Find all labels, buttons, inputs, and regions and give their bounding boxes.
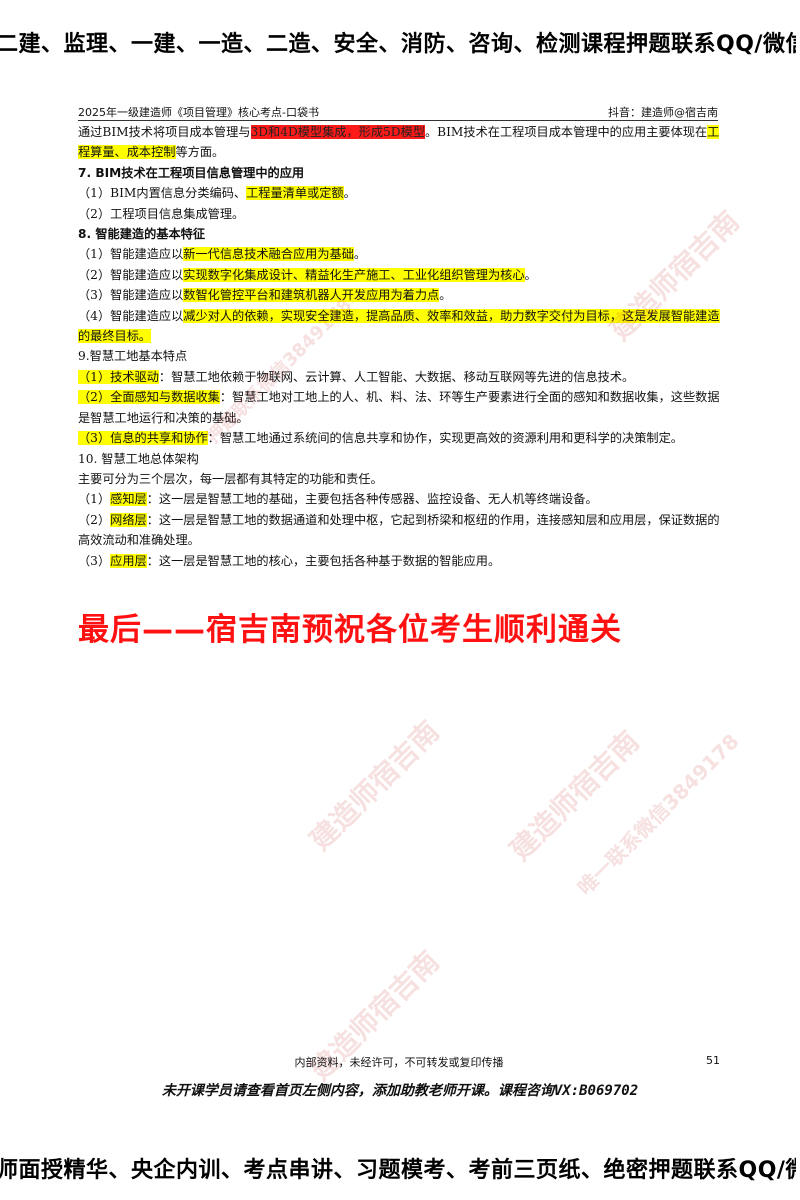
watermark-text: 唯一联系微信3849178 bbox=[572, 729, 744, 900]
heading-9: 9.智慧工地基本特点 bbox=[78, 349, 188, 364]
heading-10: 10. 智慧工地总体架构 bbox=[78, 451, 199, 466]
list-item: （2）网络层：这一层是智慧工地的数据通道和处理中枢，它起到桥梁和枢纽的作用，连接… bbox=[78, 512, 720, 548]
paragraph-architecture: 主要可分为三个层次，每一层都有其特定的功能和责任。 bbox=[78, 471, 383, 486]
page-footer: 内部资料，未经许可，不可转发或复印传播 51 bbox=[78, 1054, 721, 1070]
top-promo-banner: 二建、监理、一建、一造、二造、安全、消防、咨询、检测课程押题联系QQ/微信：38… bbox=[0, 32, 796, 57]
highlight-5d-model: 3D和4D模型集成，形成5D模型 bbox=[250, 125, 425, 139]
paragraph-bim-cost: 通过BIM技术将项目成本管理与3D和4D模型集成，形成5D模型。BIM技术在工程… bbox=[78, 125, 720, 160]
list-item: （2）工程项目信息集成管理。 bbox=[78, 206, 245, 221]
list-item: （1）智能建造应以新一代信息技术融合应用为基础。 bbox=[78, 247, 367, 262]
list-item: （1）技术驱动：智慧工地依赖于物联网、云计算、人工智能、大数据、移动互联网等先进… bbox=[78, 369, 635, 384]
page-number: 51 bbox=[706, 1054, 720, 1067]
document-body: 通过BIM技术将项目成本管理与3D和4D模型集成，形成5D模型。BIM技术在工程… bbox=[78, 122, 720, 571]
footer-notice: 内部资料，未经许可，不可转发或复印传播 bbox=[294, 1056, 504, 1069]
list-item: （3）信息的共享和协作：智慧工地通过系统间的信息共享和协作，实现更高效的资源利用… bbox=[78, 431, 683, 446]
course-advisory: 未开课学员请查看首页左侧内容，添加助教老师开课。课程咨询VX:B069702 bbox=[161, 1083, 639, 1099]
list-item: （1）感知层：这一层是智慧工地的基础，主要包括各种传感器、监控设备、无人机等终端… bbox=[78, 492, 598, 507]
list-item: （2）智能建造应以实现数字化集成设计、精益化生产施工、工业化组织管理为核心。 bbox=[78, 267, 537, 282]
header-title: 2025年一级建造师《项目管理》核心考点-口袋书 bbox=[78, 106, 319, 119]
list-item: （3）应用层：这一层是智慧工地的核心，主要包括各种基于数据的智能应用。 bbox=[78, 553, 501, 568]
heading-8: 8. 智能建造的基本特征 bbox=[78, 227, 206, 242]
final-message: 最后——宿吉南预祝各位考生顺利通关 bbox=[78, 612, 622, 648]
watermark-text: 建造师宿吉南 bbox=[303, 714, 446, 857]
heading-7: 7. BIM技术在工程项目信息管理中的应用 bbox=[78, 165, 305, 180]
list-item: （4）智能建造应以减少对人的依赖，实现安全建造，提高品质、效率和效益，助力数字交… bbox=[78, 308, 720, 344]
list-item: （1）BIM内置信息分类编码、工程量清单或定额。 bbox=[78, 186, 356, 201]
page-header: 2025年一级建造师《项目管理》核心考点-口袋书 抖音：建造师@宿吉南 bbox=[78, 102, 718, 121]
watermark-text: 建造师宿吉南 bbox=[503, 724, 646, 867]
list-item: （3）智能建造应以数智化管控平台和建筑机器人开发应用为着力点。 bbox=[78, 288, 452, 303]
list-item: （2）全面感知与数据收集：智慧工地对工地上的人、机、料、法、环等生产要素进行全面… bbox=[78, 390, 720, 425]
header-author: 抖音：建造师@宿吉南 bbox=[608, 106, 718, 119]
bottom-promo-banner: 师面授精华、央企内训、考点串讲、习题模考、考前三页纸、绝密押题联系QQ/微信：3… bbox=[0, 1158, 796, 1183]
